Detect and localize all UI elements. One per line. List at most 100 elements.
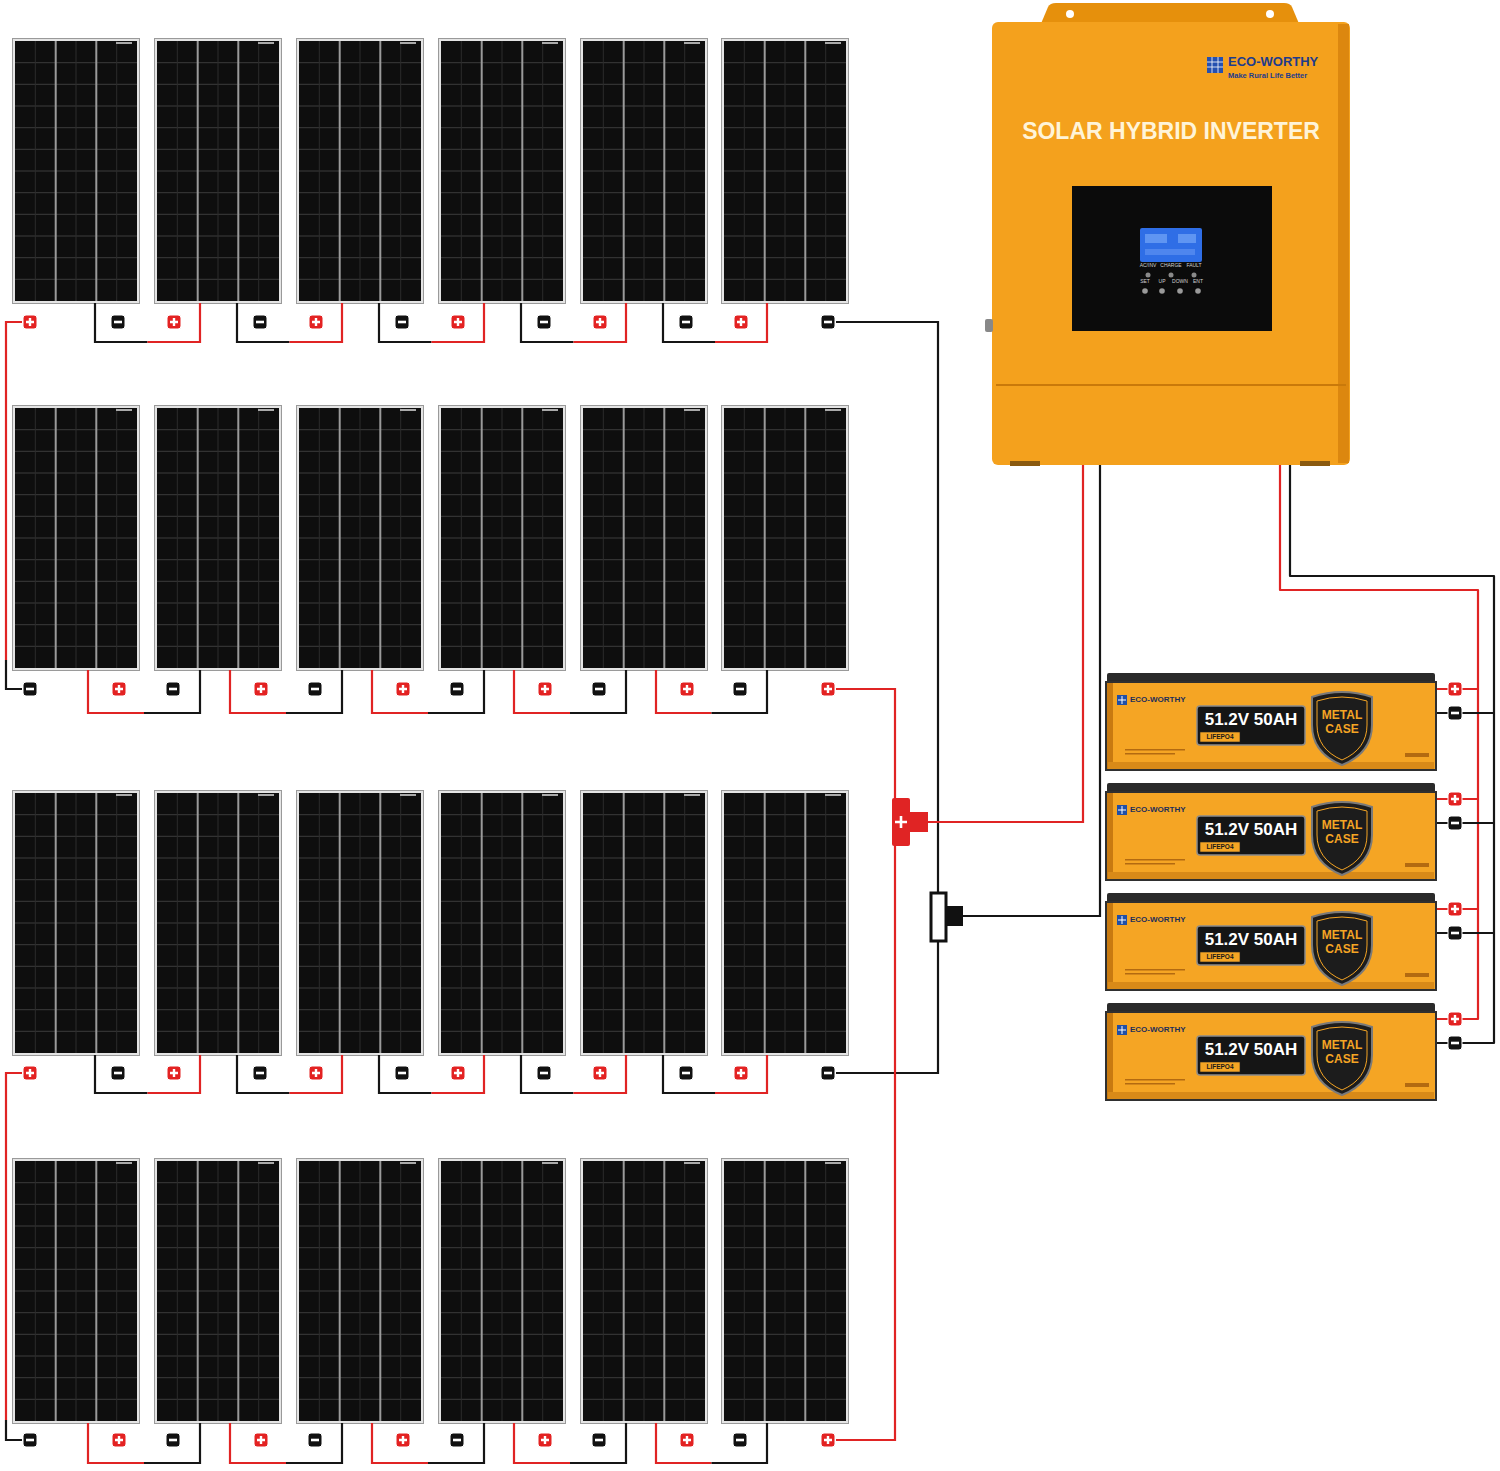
negative-terminal bbox=[395, 315, 409, 329]
lcd-segment bbox=[1145, 234, 1167, 243]
solar-panel bbox=[581, 1159, 708, 1424]
negative-terminal bbox=[1448, 1036, 1462, 1050]
button-label: SET bbox=[1136, 279, 1154, 285]
positive-cable bbox=[1437, 799, 1478, 909]
indicator-label: CHARGE bbox=[1159, 263, 1183, 269]
case-badge: METAL CASE bbox=[1315, 709, 1369, 737]
button-label: UP bbox=[1153, 279, 1171, 285]
string-wire bbox=[6, 660, 22, 689]
negative-terminal bbox=[679, 1066, 693, 1080]
button-label: DOWN bbox=[1171, 279, 1189, 285]
solar-array bbox=[13, 39, 849, 1424]
positive-jumper bbox=[88, 1423, 712, 1463]
battery-body bbox=[1106, 673, 1436, 770]
pv-negative-cable bbox=[963, 465, 1100, 916]
negative-terminal bbox=[111, 315, 125, 329]
plus-symbol bbox=[895, 816, 907, 828]
solar-panel bbox=[581, 39, 708, 304]
positive-terminal bbox=[680, 1433, 694, 1447]
pv-positive-cable bbox=[928, 465, 1083, 822]
lcd-segment bbox=[1178, 234, 1196, 243]
negative-terminal bbox=[23, 1433, 37, 1447]
panel-wiring bbox=[6, 303, 1100, 1463]
string-wire bbox=[6, 1420, 22, 1440]
negative-terminal bbox=[1448, 926, 1462, 940]
battery-rating: 51.2V 50AH bbox=[1197, 930, 1305, 950]
battery-body bbox=[1106, 1003, 1436, 1100]
positive-jumper bbox=[88, 670, 712, 713]
solar-panel bbox=[155, 1159, 282, 1424]
mounting-hole bbox=[1066, 10, 1074, 18]
positive-terminal bbox=[254, 1433, 268, 1447]
brand-name: ECO-WORTHY bbox=[1130, 805, 1196, 814]
negative-jumper bbox=[144, 1423, 767, 1463]
negative-terminal bbox=[253, 315, 267, 329]
button bbox=[1177, 288, 1183, 294]
negative-cable bbox=[1437, 713, 1494, 823]
positive-terminal bbox=[23, 315, 37, 329]
positive-terminal bbox=[112, 1433, 126, 1447]
lcd-screen bbox=[1140, 228, 1202, 262]
button bbox=[1195, 288, 1201, 294]
positive-terminal bbox=[396, 1433, 410, 1447]
brand-name: ECO-WORTHY bbox=[1130, 1025, 1196, 1034]
positive-terminal bbox=[734, 1066, 748, 1080]
negative-terminal bbox=[450, 1433, 464, 1447]
solar-panel bbox=[155, 791, 282, 1056]
case-badge: METAL CASE bbox=[1315, 819, 1369, 847]
button bbox=[1159, 288, 1165, 294]
positive-terminal bbox=[821, 682, 835, 696]
solar-panel bbox=[439, 791, 566, 1056]
positive-jumper bbox=[148, 303, 768, 342]
negative-terminal bbox=[592, 682, 606, 696]
mounting-hole bbox=[1266, 10, 1274, 18]
chemistry-tag: LIFEPO4 bbox=[1200, 844, 1240, 851]
solar-panel bbox=[722, 1159, 849, 1424]
negative-terminal bbox=[679, 315, 693, 329]
button bbox=[1142, 288, 1148, 294]
negative-terminal bbox=[450, 682, 464, 696]
negative-terminal bbox=[537, 315, 551, 329]
brand-slogan: Make Rural Life Better bbox=[1228, 72, 1343, 81]
negative-terminal bbox=[1448, 706, 1462, 720]
negative-terminal bbox=[308, 682, 322, 696]
status-led bbox=[1169, 273, 1174, 278]
battery-rating: 51.2V 50AH bbox=[1197, 820, 1305, 840]
brand-name: ECO-WORTHY bbox=[1130, 695, 1196, 704]
solar-panel bbox=[13, 791, 140, 1056]
negative-terminal bbox=[821, 315, 835, 329]
negative-jumper bbox=[95, 303, 715, 342]
housing-shade bbox=[1338, 24, 1349, 463]
lifepo4-battery: ECO-WORTHY51.2V 50AHLIFEPO4METAL CASE bbox=[1105, 1003, 1437, 1101]
solar-panel bbox=[155, 406, 282, 671]
negative-jumper bbox=[144, 670, 767, 713]
indicator-label: AC/INV bbox=[1136, 263, 1160, 269]
battery-bank bbox=[1106, 673, 1436, 1100]
battery-rating: 51.2V 50AH bbox=[1197, 710, 1305, 730]
negative-terminal bbox=[166, 1433, 180, 1447]
housing bbox=[992, 22, 1350, 465]
chemistry-tag: LIFEPO4 bbox=[1200, 734, 1240, 741]
solar-panel bbox=[439, 1159, 566, 1424]
positive-terminal bbox=[593, 1066, 607, 1080]
battery-rating: 51.2V 50AH bbox=[1197, 1040, 1305, 1060]
housing-foot bbox=[1300, 461, 1330, 466]
solar-panel bbox=[13, 39, 140, 304]
negative-terminal bbox=[1448, 816, 1462, 830]
negative-terminal bbox=[395, 1066, 409, 1080]
control-panel: AC/INVCHARGEFAULTSETUPDOWNENT bbox=[1072, 186, 1272, 331]
inverter-housing bbox=[985, 3, 1350, 466]
battery-body bbox=[1106, 783, 1436, 880]
negative-terminal bbox=[166, 682, 180, 696]
string-wire bbox=[6, 1073, 22, 1420]
positive-terminal bbox=[167, 315, 181, 329]
positive-terminal bbox=[23, 1066, 37, 1080]
brand-name: ECO-WORTHY bbox=[1228, 55, 1343, 70]
indicator-label: FAULT bbox=[1182, 263, 1206, 269]
positive-terminal bbox=[538, 682, 552, 696]
product-title: SOLAR HYBRID INVERTER bbox=[1000, 118, 1342, 144]
solar-panel bbox=[13, 406, 140, 671]
solar-hybrid-inverter: ECO-WORTHY Make Rural Life BetterSOLAR HY… bbox=[992, 22, 1350, 465]
positive-branch bbox=[892, 798, 910, 846]
logo-grid bbox=[1207, 57, 1223, 73]
